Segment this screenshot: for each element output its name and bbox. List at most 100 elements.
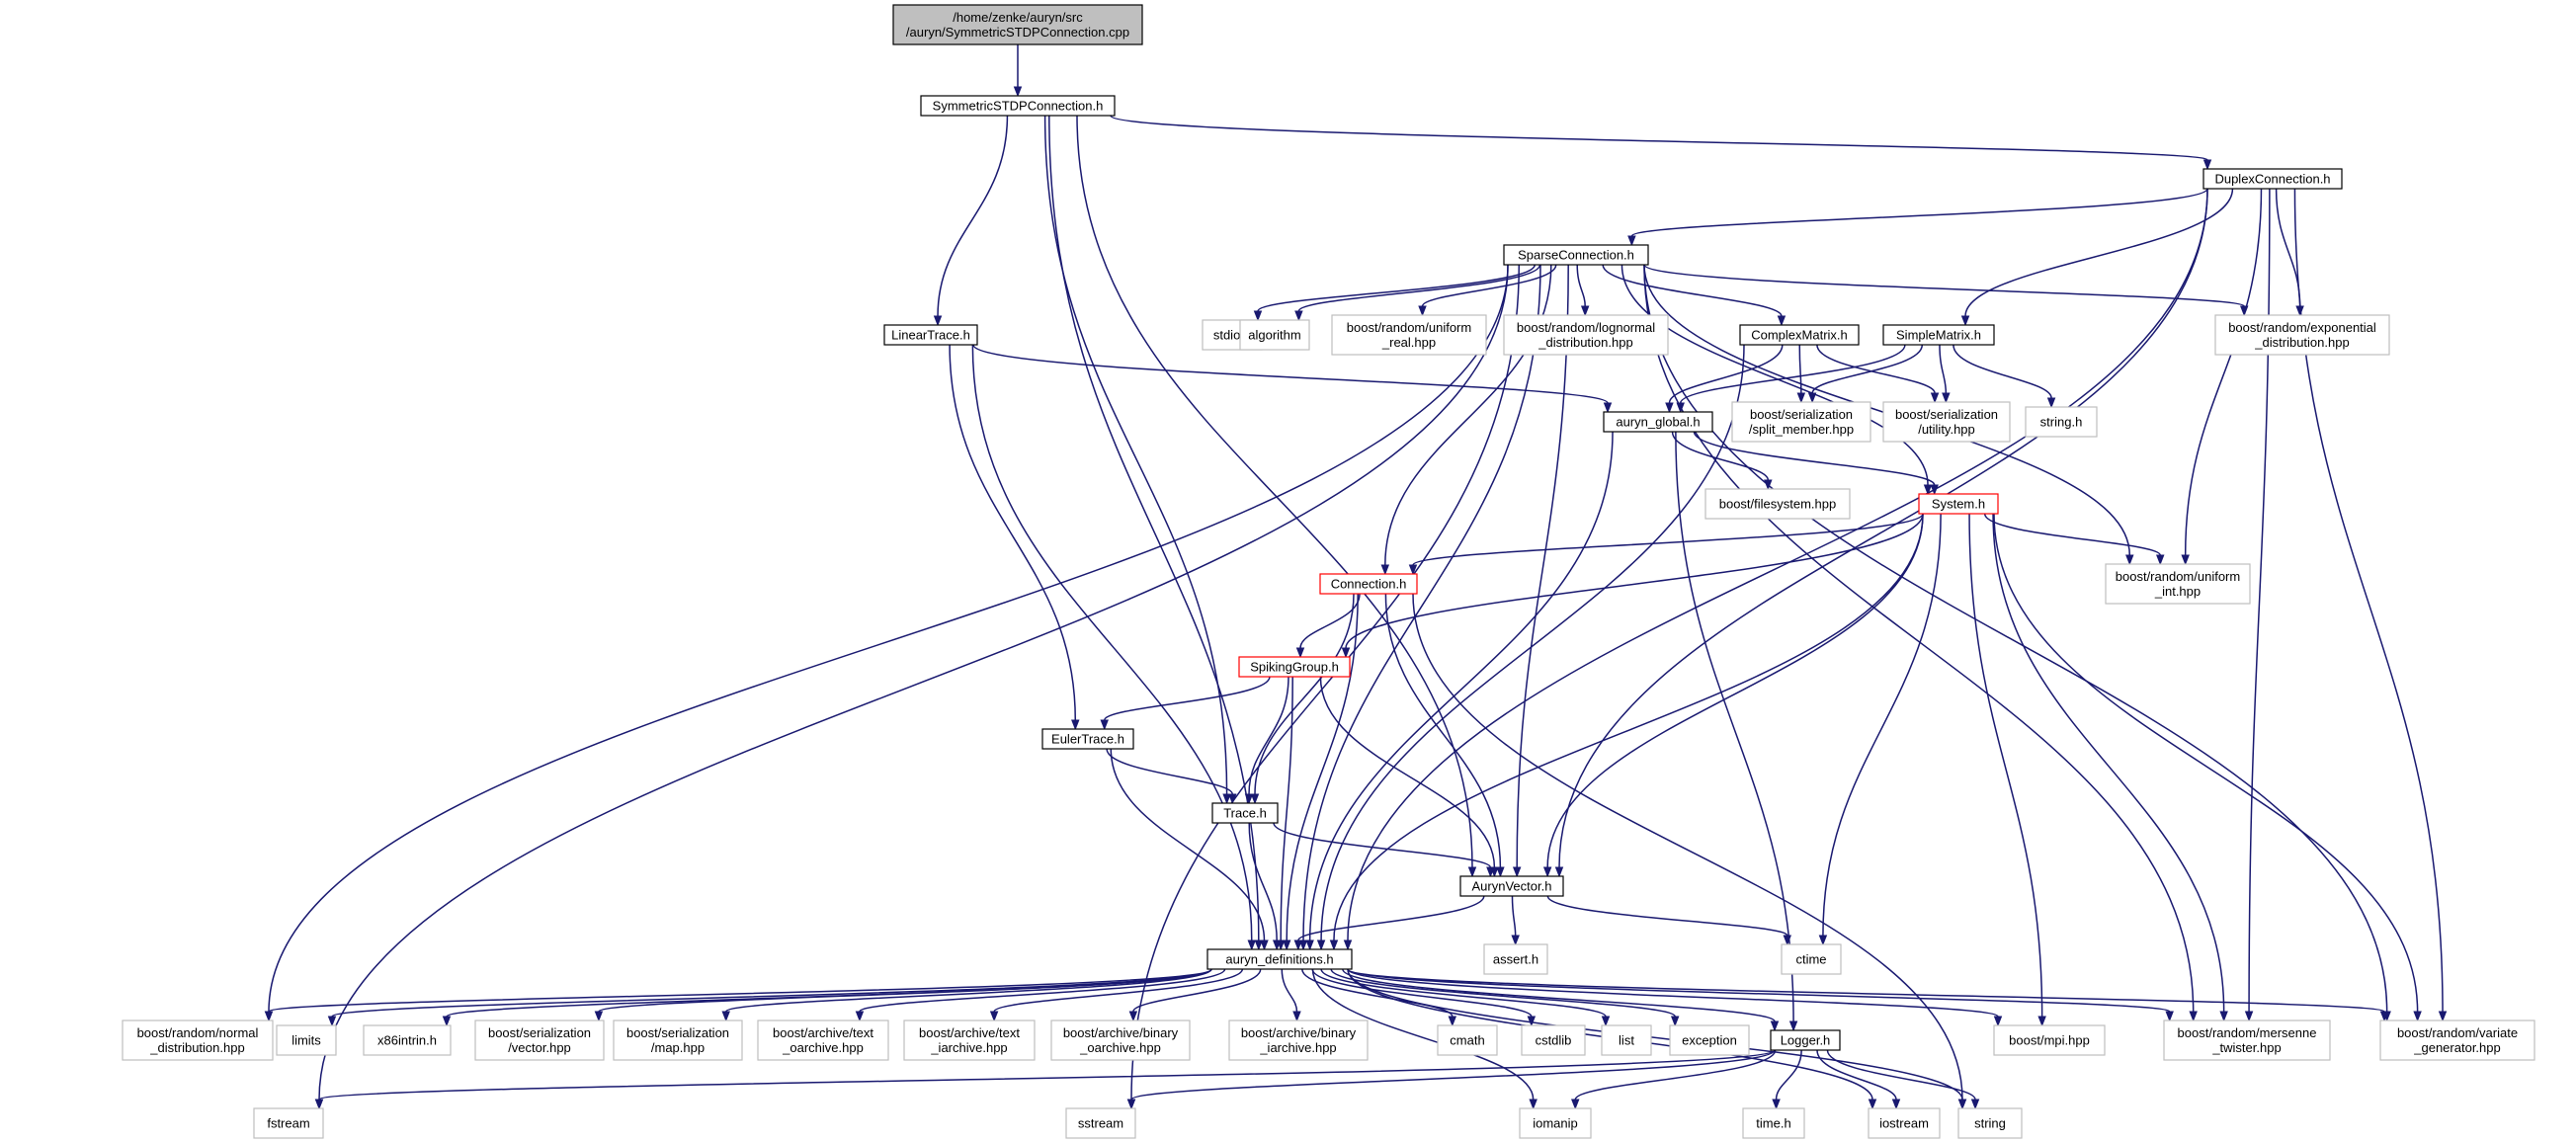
node-logger[interactable]: Logger.h bbox=[1770, 1029, 1841, 1051]
node-label-unifreal: _real.hpp bbox=[1381, 335, 1436, 350]
arrowhead-symstdp-to-duplex bbox=[2202, 159, 2212, 171]
arrowhead-defs-to-iomanip bbox=[1529, 1099, 1537, 1110]
node-sstream: sstream bbox=[1065, 1107, 1136, 1139]
node-system[interactable]: System.h bbox=[1918, 493, 1999, 515]
node-label-fstream: fstream bbox=[267, 1116, 309, 1131]
node-textoarch: boost/archive/text_oarchive.hpp bbox=[757, 1020, 889, 1061]
node-normal: boost/random/normal_distribution.hpp bbox=[122, 1020, 274, 1061]
arrowhead-complexmatrix-to-defs bbox=[1316, 939, 1326, 951]
arrowhead-lineartrace-to-aurynglobal bbox=[1603, 402, 1613, 414]
arrowhead-symstdp-to-aurynvector bbox=[1467, 866, 1477, 878]
arrowhead-aurynglobal-to-filesystem bbox=[1764, 479, 1773, 491]
node-label-sermap: /map.hpp bbox=[651, 1040, 705, 1055]
edge-defs-to-mersenne bbox=[1347, 968, 2171, 1013]
edge-aurynglobal-to-logger bbox=[1675, 431, 1794, 1022]
arrowhead-trace-to-defs bbox=[1272, 939, 1282, 951]
edge-connection-to-trace bbox=[1254, 593, 1355, 795]
node-label-sparse: SparseConnection.h bbox=[1518, 248, 1634, 263]
node-box-textiarch bbox=[903, 1020, 1036, 1061]
arrowhead-trace-to-aurynvector bbox=[1486, 866, 1495, 878]
node-complexmatrix[interactable]: ComplexMatrix.h bbox=[1739, 324, 1860, 346]
node-box-splitmember bbox=[1731, 401, 1871, 443]
arrowhead-aurynvector-to-defs bbox=[1293, 939, 1303, 951]
arrowhead-logger-to-iostream bbox=[1891, 1099, 1901, 1110]
node-trace[interactable]: Trace.h bbox=[1211, 802, 1279, 824]
node-box-exponential bbox=[2214, 314, 2390, 356]
edge-sparse-to-variate bbox=[1643, 264, 2388, 1013]
arrowhead-defs-to-list bbox=[1601, 1016, 1611, 1027]
edge-system-to-defs bbox=[1333, 513, 1924, 941]
node-timeh: time.h bbox=[1742, 1107, 1805, 1139]
edge-defs-to-variate bbox=[1347, 968, 2385, 1013]
node-spikinggroup[interactable]: SpikingGroup.h bbox=[1238, 656, 1351, 678]
node-label-exponential: boost/random/exponential bbox=[2228, 320, 2376, 335]
node-label-sstream: sstream bbox=[1078, 1116, 1123, 1131]
arrowhead-system-to-spikinggroup bbox=[1341, 647, 1351, 659]
edge-lineartrace-to-eulertrace bbox=[949, 344, 1077, 721]
node-label-servector: /vector.hpp bbox=[508, 1040, 571, 1055]
node-label-asserth: assert.h bbox=[1493, 952, 1538, 967]
node-symstdp[interactable]: SymmetricSTDPConnection.h bbox=[920, 95, 1116, 117]
node-box-unifint bbox=[2105, 563, 2251, 605]
node-box-x86intrin bbox=[363, 1024, 452, 1056]
edge-logger-to-iomanip bbox=[1574, 1049, 1777, 1101]
arrowhead-defs-to-variate bbox=[2379, 1011, 2389, 1022]
edge-duplex-to-variate bbox=[2293, 188, 2444, 1013]
edge-logger-to-timeh bbox=[1775, 1049, 1802, 1101]
node-servector: boost/serialization/vector.hpp bbox=[474, 1020, 605, 1061]
node-root[interactable]: /home/zenke/auryn/src/auryn/SymmetricSTD… bbox=[892, 4, 1143, 45]
edge-defs-to-string bbox=[1347, 968, 1963, 1101]
arrowhead-connection-to-spikinggroup bbox=[1295, 647, 1305, 659]
arrowhead-connection-to-defs bbox=[1282, 939, 1291, 951]
arrowhead-defs-to-cmath bbox=[1448, 1016, 1457, 1027]
node-eulertrace[interactable]: EulerTrace.h bbox=[1041, 728, 1134, 750]
edge-logger-to-string bbox=[1826, 1049, 1976, 1101]
edge-duplex-to-sparse bbox=[1630, 188, 2208, 237]
node-box-cstdlib bbox=[1521, 1024, 1586, 1056]
node-connection[interactable]: Connection.h bbox=[1319, 573, 1418, 595]
node-label-filesystem: boost/filesystem.hpp bbox=[1719, 497, 1837, 512]
arrowhead-connection-to-aurynvector bbox=[1496, 866, 1505, 878]
node-simplematrix[interactable]: SimpleMatrix.h bbox=[1882, 324, 1995, 346]
edge-sparse-to-normal bbox=[268, 264, 1509, 1013]
node-box-complexmatrix bbox=[1739, 324, 1860, 346]
node-aurynvector[interactable]: AurynVector.h bbox=[1459, 875, 1564, 897]
node-label-serutility: boost/serialization bbox=[1895, 407, 1998, 422]
arrowhead-system-to-connection bbox=[1408, 564, 1418, 576]
node-sparse[interactable]: SparseConnection.h bbox=[1503, 244, 1649, 266]
node-box-defs bbox=[1206, 948, 1353, 970]
edge-defs-to-mpi bbox=[1347, 968, 1999, 1018]
arrowhead-system-to-defs bbox=[1329, 939, 1339, 951]
edge-sparse-to-sstream bbox=[1130, 264, 1521, 1101]
arrowhead-aurynglobal-to-logger bbox=[1788, 1020, 1798, 1032]
edge-sparse-to-system bbox=[1620, 264, 1929, 486]
edge-defs-to-sermap bbox=[724, 968, 1212, 1013]
arrowhead-duplex-to-mersenne bbox=[2244, 1011, 2254, 1022]
edge-spikinggroup-to-eulertrace bbox=[1103, 676, 1271, 721]
node-defs[interactable]: auryn_definitions.h bbox=[1206, 948, 1353, 970]
node-label-biniarch: boost/archive/binary bbox=[1241, 1025, 1357, 1040]
node-string: string bbox=[1957, 1107, 2023, 1139]
node-aurynglobal[interactable]: auryn_global.h bbox=[1603, 411, 1713, 433]
node-lineartrace[interactable]: LinearTrace.h bbox=[883, 324, 978, 346]
edge-defs-to-biniarch bbox=[1281, 968, 1298, 1013]
node-label-sermap: boost/serialization bbox=[626, 1025, 729, 1040]
arrowhead-defs-to-servector bbox=[594, 1011, 604, 1022]
node-label-variate: boost/random/variate bbox=[2397, 1025, 2518, 1040]
edge-logger-to-sstream bbox=[1130, 1049, 1776, 1101]
node-exception: exception bbox=[1669, 1024, 1750, 1056]
edge-system-to-ctime bbox=[1822, 513, 1942, 937]
edge-aurynvector-to-asserth bbox=[1511, 895, 1517, 937]
node-label-iomanip: iomanip bbox=[1533, 1116, 1578, 1131]
node-label-serutility: /utility.hpp bbox=[1918, 422, 1975, 437]
node-label-ctime: ctime bbox=[1795, 952, 1826, 967]
node-label-splitmember: /split_member.hpp bbox=[1749, 422, 1854, 437]
node-label-variate: _generator.hpp bbox=[2413, 1040, 2500, 1055]
edge-spikinggroup-to-defs bbox=[1280, 676, 1293, 941]
edge-defs-to-binoarch bbox=[1132, 968, 1262, 1013]
arrowhead-root-to-symstdp bbox=[1013, 86, 1023, 98]
arrowhead-defs-to-x86intrin bbox=[442, 1016, 452, 1027]
node-iostream: iostream bbox=[1868, 1107, 1941, 1139]
node-duplex[interactable]: DuplexConnection.h bbox=[2202, 168, 2343, 190]
arrowhead-duplex-to-aurynvector bbox=[1554, 866, 1564, 878]
